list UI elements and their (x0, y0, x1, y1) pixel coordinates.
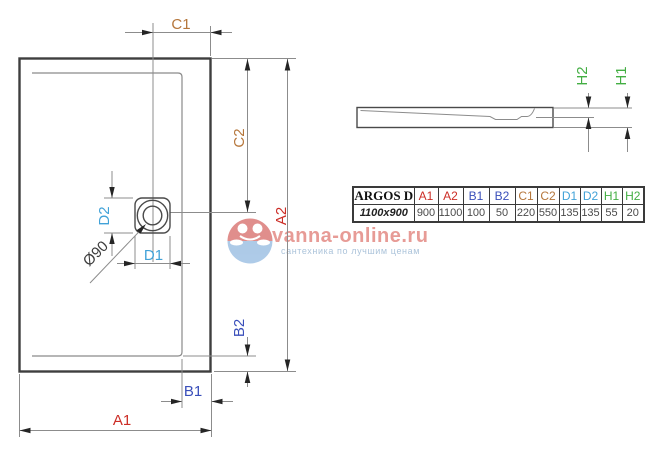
table-header-h2: H2 (621, 186, 645, 205)
dim-b2: B2 (183, 319, 256, 387)
dim-label-c1: C1 (171, 16, 190, 33)
frog-logo-icon (227, 218, 273, 264)
frog-eye-left (237, 223, 248, 234)
table-header-a1: A1 (413, 186, 439, 205)
dim-d2: D2 (96, 171, 133, 256)
frog-mouth (239, 235, 261, 241)
table-header-c2: C2 (536, 186, 560, 205)
dim-label-a1: A1 (113, 412, 131, 429)
dim-label-d1: D1 (144, 247, 163, 264)
table-value-a1: 900 (413, 204, 439, 222)
dim-h2: H2 (574, 66, 592, 152)
table-model-cell: ARGOS D (352, 186, 415, 205)
frog-eye-right (252, 223, 263, 234)
watermark-tagline-text: сантехника по лучшим ценам (281, 246, 420, 256)
table-value-d1: 135 (558, 204, 581, 222)
drain-square (134, 197, 171, 234)
table-header-b1: B1 (462, 186, 490, 205)
table-size-cell: 1100x900 (352, 204, 415, 222)
table-header-b2: B2 (488, 186, 516, 205)
dim-c1: C1 (125, 16, 232, 56)
dim-d1: D1 (117, 236, 190, 269)
watermark: vanna-online.ru сантехника по лучшим цен… (227, 218, 428, 264)
dim-label-a2: A2 (273, 207, 290, 225)
table-data-row: 1100x900 900 1100 100 50 220 550 135 135… (352, 204, 645, 222)
table-value-h1: 55 (600, 204, 623, 222)
dim-b1: B1 (161, 359, 233, 437)
table-value-h2: 20 (621, 204, 645, 222)
table-header-d2: D2 (579, 186, 602, 205)
dim-h1: H1 (613, 66, 631, 152)
table-value-b1: 100 (462, 204, 490, 222)
profile-view (356, 106, 554, 129)
dim-label-d2: D2 (96, 206, 113, 225)
table-header-h1: H1 (600, 186, 623, 205)
plan-view (18, 23, 256, 373)
dim-label-b2: B2 (231, 319, 248, 337)
table-header-d1: D1 (558, 186, 581, 205)
profile-inner-surface (360, 108, 535, 120)
dim-label-h1: H1 (613, 66, 630, 85)
table-value-d2: 135 (579, 204, 602, 222)
table-value-a2: 1100 (437, 204, 464, 222)
drain-outer-circle (136, 199, 169, 232)
dim-a1: A1 (19, 374, 212, 437)
watermark-brand-text: vanna-online.ru (272, 225, 428, 247)
plan-dimensions: C1 C2 A2 B2 (19, 16, 296, 437)
table-header-row: ARGOS D A1 A2 B1 B2 C1 C2 D1 D2 H1 H2 (352, 186, 645, 205)
dim-c2: C2 (231, 59, 251, 212)
drain-inner-circle (142, 205, 163, 226)
table-value-c2: 550 (536, 204, 560, 222)
profile-dimensions: H2 H1 (536, 66, 632, 152)
table-value-b2: 50 (488, 204, 516, 222)
dim-label-c2: C2 (231, 128, 248, 147)
frog-hand-right (257, 239, 270, 246)
dim-label-b1: B1 (184, 383, 202, 400)
table-header-a2: A2 (437, 186, 464, 205)
tray-inner-contour (32, 72, 183, 357)
dim-a2: A2 (212, 58, 296, 372)
dimensions-table: ARGOS D A1 A2 B1 B2 C1 C2 D1 D2 H1 H2 11… (352, 186, 645, 223)
frog-hand-left (230, 239, 243, 246)
table-value-c1: 220 (514, 204, 538, 222)
logo-bottom-half (227, 241, 273, 264)
table-header-c1: C1 (514, 186, 538, 205)
dim-label-h2: H2 (574, 66, 591, 85)
logo-top-half (227, 218, 273, 241)
tray-outer-outline (18, 57, 212, 373)
profile-outline (356, 106, 554, 129)
